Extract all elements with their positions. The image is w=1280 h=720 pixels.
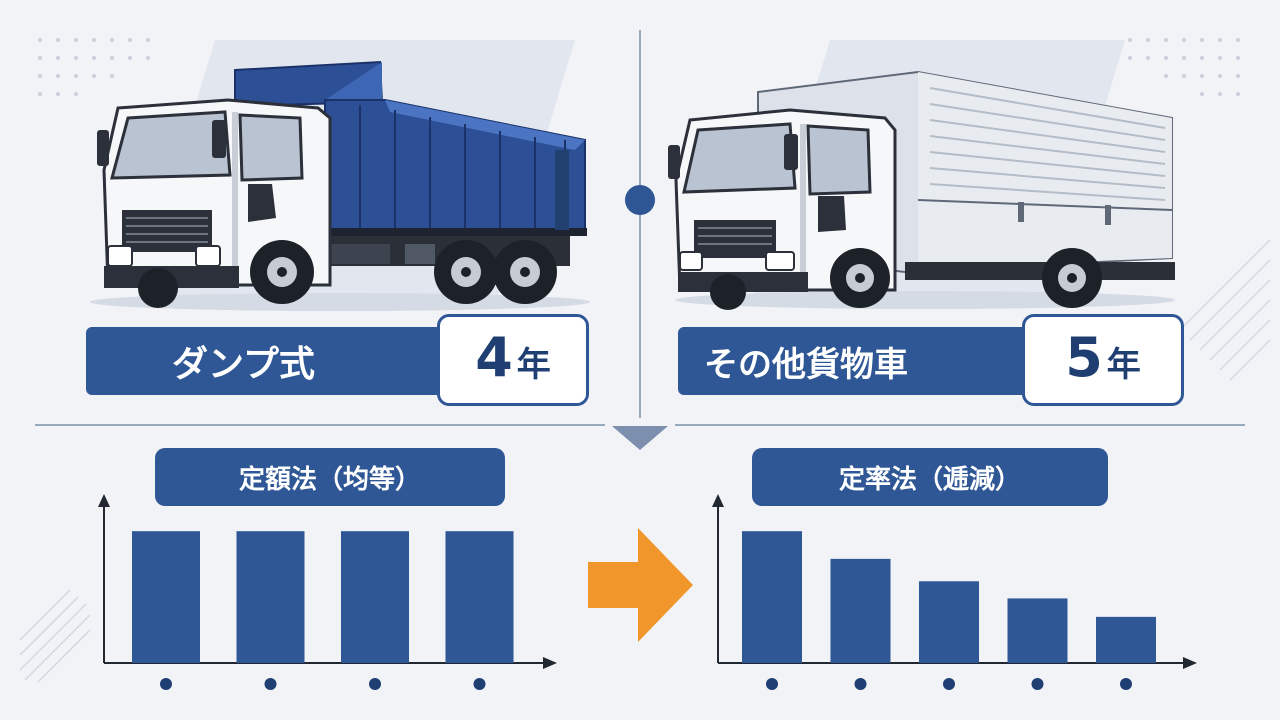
method-title-declining-text: 定率法（逓減） — [838, 464, 1021, 495]
declining-tick-dot-4 — [1031, 678, 1044, 690]
method-title-flat-text: 定額法（均等） — [238, 464, 421, 495]
flat-bar-3 — [341, 531, 409, 663]
category-label-dump: ダンプ式 — [172, 344, 315, 385]
flat-tick-dot-4 — [473, 678, 486, 690]
flat-bar-1 — [132, 531, 200, 663]
declining-tick-dot-3 — [943, 678, 955, 690]
years-box-other: 5 年 — [1022, 314, 1184, 406]
flat-bar-2 — [236, 531, 305, 663]
years-box-dump: 4 年 — [437, 314, 589, 406]
divider-dot — [625, 185, 655, 215]
dot-pattern-left — [38, 38, 150, 96]
years-number-dump: 4 — [475, 326, 513, 389]
chart-flat-bars — [132, 531, 514, 690]
flat-bar-4 — [445, 531, 514, 663]
hatch-pattern-left — [19, 589, 91, 683]
down-triangle-marker — [612, 426, 668, 450]
declining-bar-5 — [1096, 616, 1156, 663]
dot-pattern-right — [1128, 38, 1240, 96]
dump-truck-illustration — [90, 60, 590, 311]
declining-tick-dot-5 — [1120, 678, 1132, 690]
years-unit-other: 年 — [1106, 345, 1141, 385]
flat-tick-dot-3 — [369, 678, 381, 690]
flat-tick-dot-2 — [264, 678, 277, 690]
flat-tick-dot-1 — [160, 678, 172, 690]
years-unit-dump: 年 — [516, 345, 551, 385]
declining-bar-2 — [830, 558, 891, 663]
years-number-other: 5 — [1065, 326, 1103, 389]
chart-declining-bars — [742, 531, 1156, 690]
declining-bar-3 — [919, 581, 979, 663]
declining-tick-dot-1 — [766, 678, 778, 690]
hatch-pattern-right — [1179, 239, 1271, 381]
category-label-other: その他貨物車 — [704, 344, 908, 385]
declining-bar-1 — [742, 531, 802, 663]
method-title-flat: 定額法（均等） — [155, 448, 505, 506]
method-title-declining: 定率法（逓減） — [752, 448, 1108, 506]
declining-bar-4 — [1007, 598, 1068, 663]
cargo-truck-illustration — [668, 70, 1175, 310]
declining-tick-dot-2 — [854, 678, 867, 690]
orange-right-arrow — [588, 528, 693, 642]
